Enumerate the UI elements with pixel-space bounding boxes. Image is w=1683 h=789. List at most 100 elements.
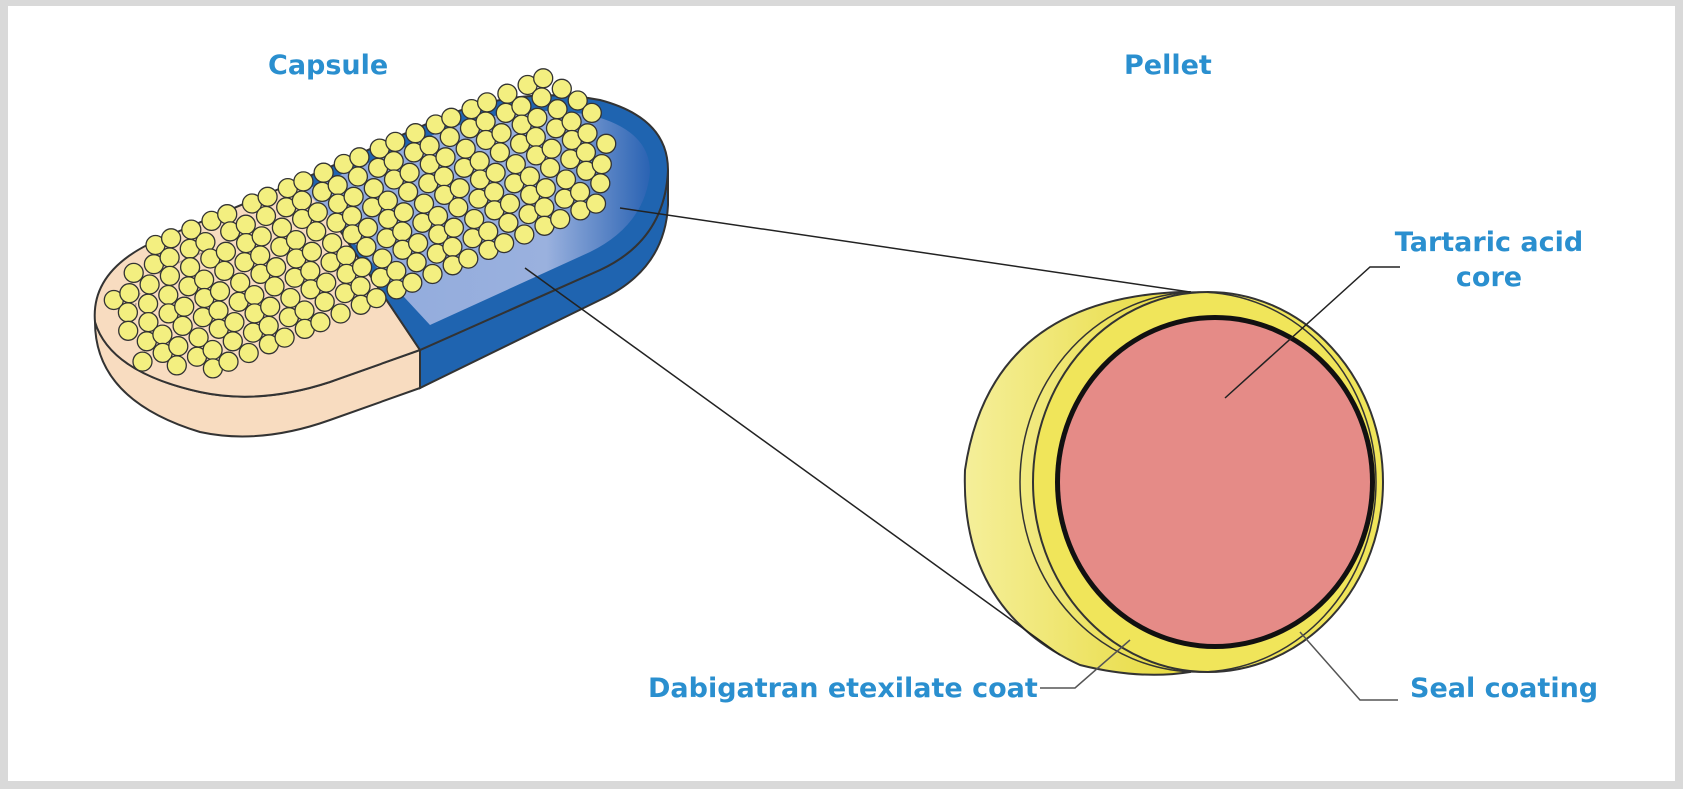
capsule-pellet-ball xyxy=(311,313,330,332)
capsule-pellet-ball xyxy=(551,210,570,229)
capsule-pellet-ball xyxy=(119,321,138,340)
capsule-pellet-ball xyxy=(317,273,336,292)
capsule-pellet-ball xyxy=(331,304,350,323)
capsule-pellet-ball xyxy=(358,218,377,237)
capsule-pellet-ball xyxy=(301,262,320,281)
leader-seal xyxy=(1300,632,1398,700)
capsule-pellet-ball xyxy=(175,297,194,316)
capsule-pellet-ball xyxy=(597,134,616,153)
capsule-pellet-ball xyxy=(534,69,553,88)
capsule-pellet-ball xyxy=(515,225,534,244)
capsule-pellet-ball xyxy=(251,246,270,265)
capsule-pellet-ball xyxy=(562,112,581,131)
capsule-pellet-ball xyxy=(394,203,413,222)
capsule-pellet-ball xyxy=(302,242,321,261)
capsule-pellet-ball xyxy=(215,261,234,280)
capsule-pellet-ball xyxy=(287,231,306,250)
capsule-pellet-ball xyxy=(499,213,518,232)
capsule-pellet-ball xyxy=(492,124,511,143)
capsule-pellet-ball xyxy=(444,218,463,237)
capsule-pellet-ball xyxy=(308,203,327,222)
capsule-pellet-ball xyxy=(307,222,326,241)
capsule-pellet-ball xyxy=(541,158,560,177)
capsule-pellet-ball xyxy=(485,183,504,202)
capsule-pellet-ball xyxy=(337,246,356,265)
capsule-pellet-ball xyxy=(582,103,601,122)
capsule-pellet-ball xyxy=(275,328,294,347)
capsule-pellet-ball xyxy=(261,297,280,316)
capsule-pellet-ball xyxy=(490,143,509,162)
capsule-pellet-ball xyxy=(245,286,264,305)
capsule-pellet-ball xyxy=(387,262,406,281)
capsule-pellet-ball xyxy=(350,148,369,167)
capsule-pellet-ball xyxy=(225,313,244,332)
capsule-pellet-ball xyxy=(173,316,192,335)
capsule-pellet-ball xyxy=(367,289,386,308)
capsule-pellet-ball xyxy=(162,229,181,248)
capsule-pellet-ball xyxy=(140,275,159,294)
tartaric-core-label-line1: Tartaric acid xyxy=(1394,225,1584,260)
capsule-pellet-ball xyxy=(434,167,453,186)
zoom-line-top xyxy=(620,208,1190,292)
capsule-pellet-ball xyxy=(348,167,367,186)
capsule-pellet-ball xyxy=(501,194,520,213)
capsule-pellet-ball xyxy=(160,248,179,267)
capsule-pellet-ball xyxy=(216,242,235,261)
capsule-pellet-ball xyxy=(219,352,238,371)
capsule-pellet-ball xyxy=(443,237,462,256)
capsule-pellet-ball xyxy=(218,205,237,224)
capsule-pellet-ball xyxy=(328,176,347,195)
capsule-pellet-ball xyxy=(265,277,284,296)
capsule-pellet-ball xyxy=(578,124,597,143)
capsule-pellet-ball xyxy=(118,303,137,322)
capsule-pellet-ball xyxy=(526,128,545,147)
capsule-pellet-ball xyxy=(292,191,311,210)
capsule-pellet-ball xyxy=(486,163,505,182)
capsule-pellet-ball xyxy=(440,128,459,147)
capsule-pellet-ball xyxy=(139,294,158,313)
pellet-label: Pellet xyxy=(1124,48,1212,83)
capsule-pellet-ball xyxy=(169,337,188,356)
capsule-pellet-ball xyxy=(495,234,514,253)
capsule-pellet-ball xyxy=(258,187,277,206)
capsule-pellet-ball xyxy=(120,284,139,303)
capsule-pellet-ball xyxy=(399,182,418,201)
capsule-pellet-ball xyxy=(542,139,561,158)
capsule-pellet-ball xyxy=(160,266,179,285)
pellet xyxy=(965,292,1383,675)
capsule-pellet-ball xyxy=(429,207,448,226)
tartaric-core-label-line2: core xyxy=(1394,260,1584,295)
seal-coating-label: Seal coating xyxy=(1410,671,1598,706)
capsule-pellet-ball xyxy=(378,191,397,210)
capsule-pellet-ball xyxy=(294,172,313,191)
dabigatran-coat-label: Dabigatran etexilate coat xyxy=(648,671,1038,706)
capsule-pellet-ball xyxy=(571,183,590,202)
capsule-pellet-ball xyxy=(393,222,412,241)
capsule-pellet-ball xyxy=(476,112,495,131)
capsule-pellet-ball xyxy=(357,237,376,256)
capsule-pellet-ball xyxy=(459,249,478,268)
capsule-pellet-ball xyxy=(407,253,426,272)
capsule-pellet-ball xyxy=(450,179,469,198)
capsule-pellet-ball xyxy=(351,277,370,296)
capsule-pellet-ball xyxy=(267,258,286,277)
capsule-pellet-ball xyxy=(512,97,531,116)
capsule-pellet-ball xyxy=(442,108,461,127)
capsule-pellet-ball xyxy=(295,301,314,320)
capsule-pellet-ball xyxy=(344,187,363,206)
capsule-pellet-ball xyxy=(536,179,555,198)
capsule-pellet-ball xyxy=(400,163,419,182)
capsule-pellet-ball xyxy=(211,282,230,301)
capsule-pellet-ball xyxy=(587,194,606,213)
capsule-pellet-ball xyxy=(478,93,497,112)
capsule-pellet-ball xyxy=(167,356,186,375)
capsule-pellet-ball xyxy=(159,286,178,305)
capsule-pellet-ball xyxy=(420,136,439,155)
capsule-pellet-ball xyxy=(203,341,222,360)
capsule-pellet-ball xyxy=(592,155,611,174)
capsule-pellet-ball xyxy=(209,301,228,320)
tartaric-core-label: Tartaric acid core xyxy=(1394,225,1584,295)
capsule-pellet-ball xyxy=(528,108,547,127)
capsule-pellet-ball xyxy=(591,174,610,193)
capsule-pellet-ball xyxy=(257,207,276,226)
